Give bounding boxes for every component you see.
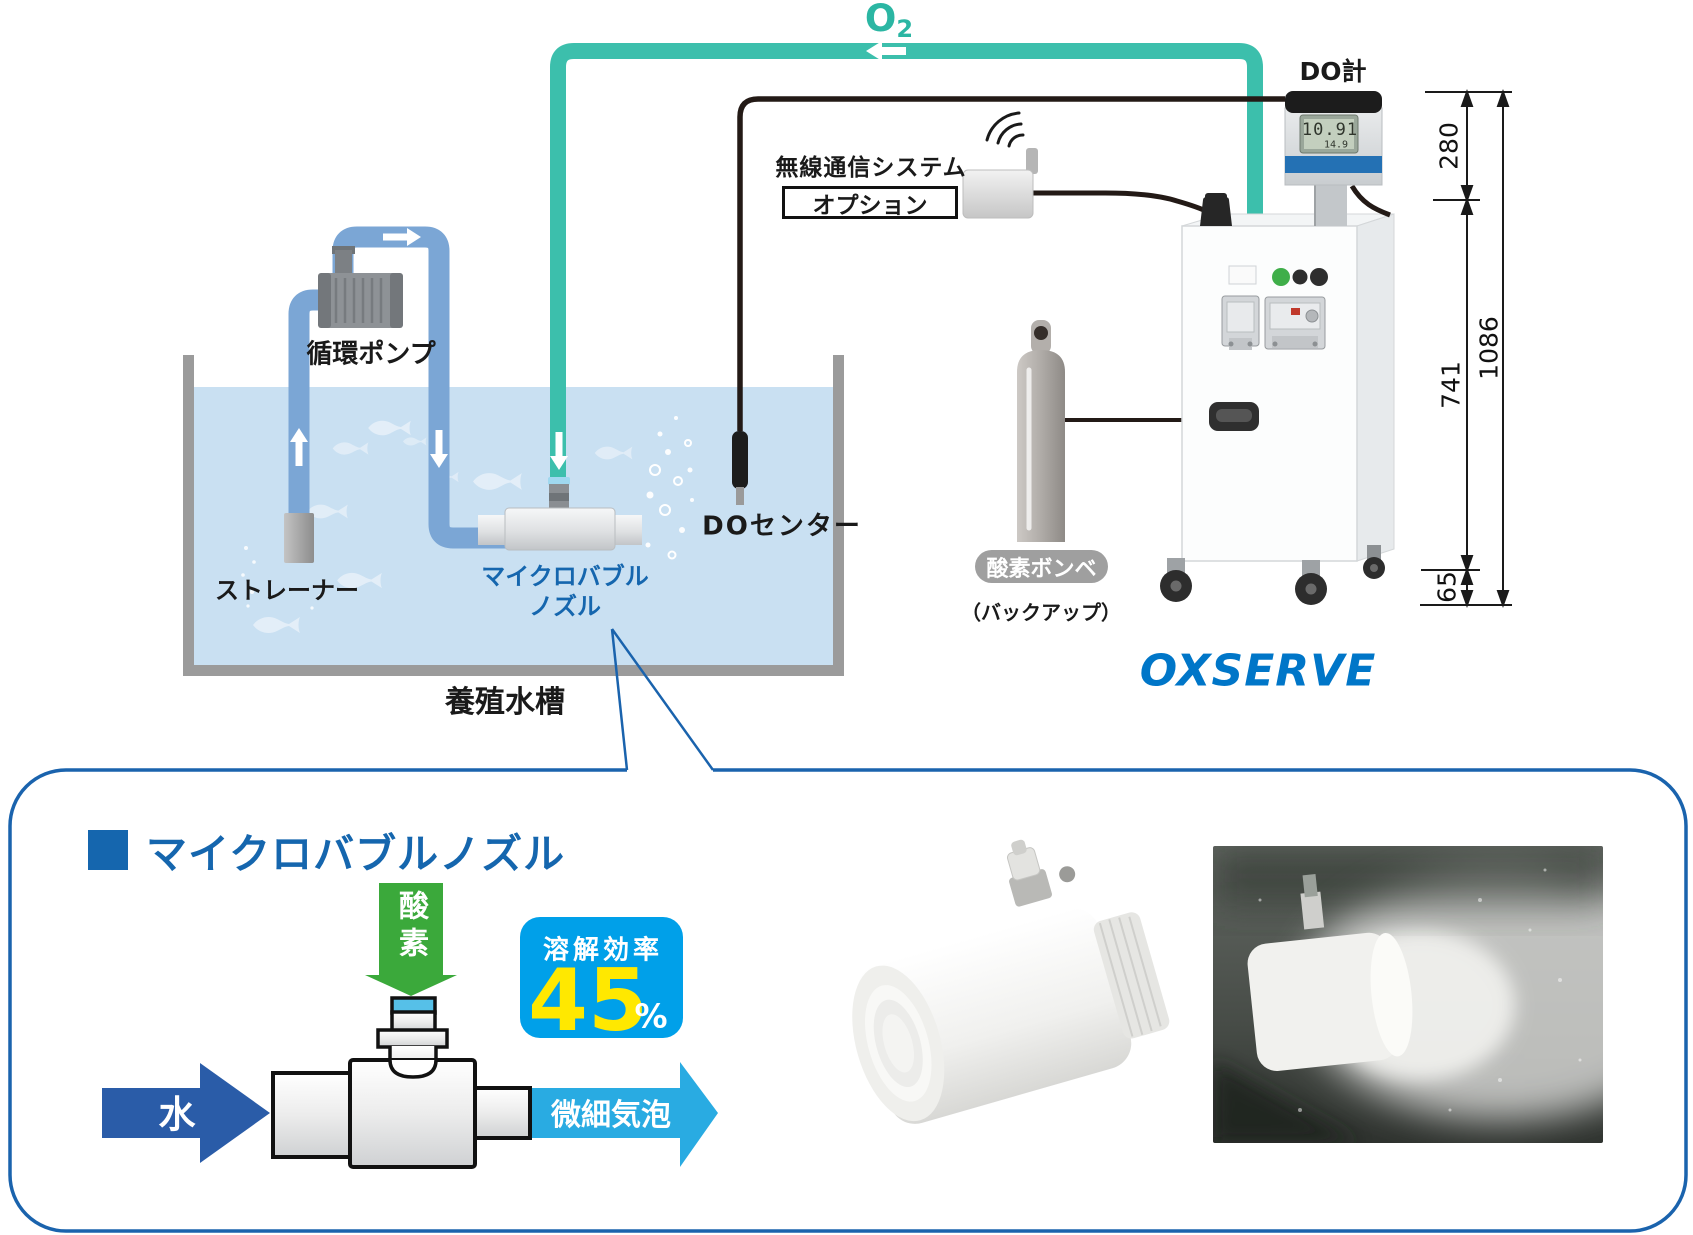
do-sensor (732, 96, 1285, 505)
efficiency-value: 45 (528, 951, 648, 1051)
panel-title-bullet-icon (88, 830, 128, 870)
green-indicator (1272, 268, 1290, 286)
casters (1160, 545, 1385, 605)
tank-nozzle (478, 477, 642, 551)
efficiency-badge (520, 917, 683, 1038)
wifi-icon (985, 111, 1025, 148)
water-arrow-label: 水 (158, 1093, 196, 1136)
option-box: オプション (782, 186, 958, 219)
flow-right-arrow-icon (383, 228, 421, 246)
oxygen-cylinder-sub: （バックアップ） (961, 600, 1121, 625)
o2-pipe (550, 43, 1263, 482)
bubbles-icon (241, 416, 694, 610)
cable-connector (1200, 197, 1232, 226)
lcd-subvalue: 14.9 (1323, 139, 1349, 151)
tank-walls (183, 355, 844, 676)
do-meter-label: DO計 (1299, 57, 1367, 86)
do-meter-lcd (1304, 119, 1354, 149)
efficiency-unit: % (634, 996, 668, 1036)
panel-title: マイクロバブルノズル (146, 830, 566, 878)
oxygen-cylinder-label: 酸素ボンベ (986, 556, 1097, 582)
nozzle-drawing (271, 996, 532, 1169)
do-meter (1284, 91, 1391, 226)
do-sensor-label: DOセンター (702, 511, 862, 542)
dimension-741: 741 (1436, 361, 1466, 409)
flow-down-arrow-icon (430, 430, 448, 468)
circulation-pump (318, 246, 403, 328)
tank-nozzle-label-line1: マイクロバブル (481, 562, 649, 591)
callout-lines (610, 628, 715, 771)
strainer (284, 513, 314, 563)
bubble-arrow-icon (530, 1062, 718, 1167)
nozzle-product-photo (852, 839, 1170, 1124)
water-arrow-icon (102, 1063, 270, 1163)
brand-logo: OXSERVE (1139, 645, 1377, 697)
o2-main: O (864, 0, 897, 40)
lcd-value: 10.91 (1301, 120, 1359, 140)
oxygen-arrow-icon (365, 883, 457, 996)
o2-down-arrow-icon (550, 432, 568, 470)
flow-arrow-icons (290, 228, 448, 468)
oxygen-cylinder (1017, 320, 1184, 542)
wireless-title: 無線通信システム (775, 155, 967, 181)
bubble-arrow-label: 微細気泡 (551, 1098, 671, 1133)
pipe-strainer-to-pump (288, 289, 322, 519)
dimension-65: 65 (1432, 571, 1462, 603)
oxygen-cylinder-badge: 酸素ボンベ (975, 550, 1108, 583)
pipe-pump-to-nozzle (332, 226, 507, 549)
wireless-unit (962, 111, 1210, 219)
option-label: オプション (812, 192, 928, 219)
microbubble-spray-photo (1213, 846, 1603, 1143)
efficiency-label: 溶解効率 (542, 935, 664, 966)
machine-control-panel (1209, 265, 1328, 431)
nozzle-schematic (102, 883, 718, 1169)
o2-left-arrow-icon (866, 41, 906, 61)
dimension-1086: 1086 (1474, 316, 1504, 380)
strainer-label: ストレーナー (215, 576, 359, 605)
o2-label: O2 (865, 0, 913, 43)
o2-pipe-arrows (550, 41, 906, 470)
dimension-280: 280 (1434, 122, 1464, 170)
dimension-lines (1420, 89, 1512, 608)
oxserve-machine (1160, 193, 1395, 605)
tank-nozzle-label-line2: ノズル (529, 592, 601, 621)
tank-label: 養殖水槽 (445, 685, 565, 720)
aquaculture-tank (194, 226, 833, 665)
pump-label: 循環ポンプ (306, 339, 436, 370)
flow-up-arrow-icon (290, 428, 308, 466)
o2-sub: 2 (896, 15, 914, 43)
oxygen-arrow-label: 酸素 (393, 890, 428, 964)
